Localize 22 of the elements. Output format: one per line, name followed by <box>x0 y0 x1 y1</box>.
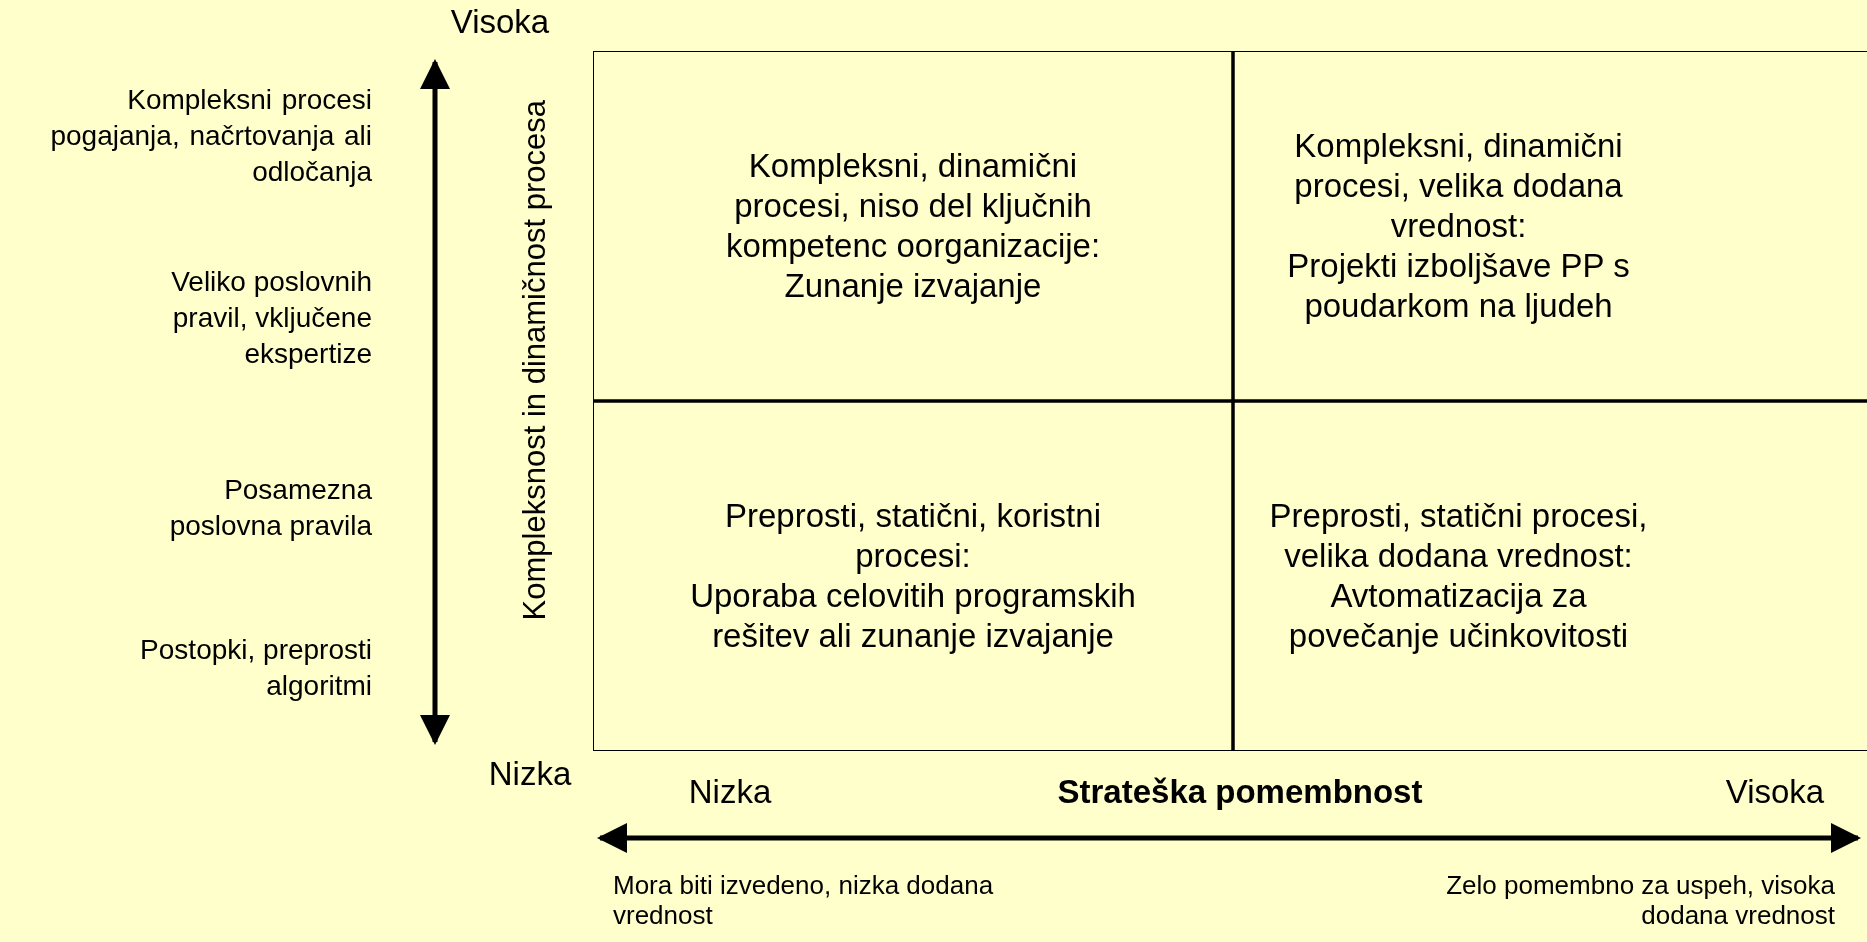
quadrant-heading: Preprosti, statični, koristni procesi: <box>724 496 1102 576</box>
axis-title: Kompleksnost in dinamičnost procesa <box>516 100 553 621</box>
axis-level-label: Mora biti izvedeno, nizka dodana vrednost <box>613 870 995 930</box>
axis-end-label: Visoka <box>1724 774 1826 810</box>
axis-end-label: Nizka <box>487 756 573 792</box>
axis-end-label: Nizka <box>687 774 773 810</box>
axis-level-label: Posamezna poslovna pravila <box>168 473 372 543</box>
quadrant-text: Uporaba celovitih programskih rešitev ali zunanje izvajanje <box>689 576 1137 656</box>
quadrant-text: Zunanje izvajanje <box>784 266 1042 306</box>
quadrant-text: Projekti izboljšave PP s poudarkom na ljudeh <box>1286 246 1631 326</box>
axis-level-label: Kompleksni procesi pogajanja, načrtovanja ali odločanja <box>49 83 372 189</box>
quadrant-heading: Kompleksni, dinamični procesi, niso del ključnih kompetenc oorganizacije: <box>724 146 1102 266</box>
axis-level-label: Veliko poslovnih pravil, vključene ekspertize <box>170 265 372 371</box>
axis-title: Strateška pomembnost <box>1056 774 1424 810</box>
axis-end-label: Visoka <box>449 4 551 40</box>
axis-level-label: Zelo pomembno za uspeh, visoka dodana vrednost <box>1445 870 1835 930</box>
axis-level-label: Postopki, preprosti algoritmi <box>139 633 372 703</box>
quadrant-cell <box>593 51 1233 401</box>
quadrant-cell <box>593 401 1233 751</box>
quadrant-heading: Kompleksni, dinamični procesi, velika dodana vrednost: <box>1293 126 1624 246</box>
quadrant-text: Avtomatizacija za povečanje učinkovitosti <box>1287 576 1630 656</box>
quadrant-heading: Preprosti, statični procesi, velika dodana vrednost: <box>1268 496 1649 576</box>
